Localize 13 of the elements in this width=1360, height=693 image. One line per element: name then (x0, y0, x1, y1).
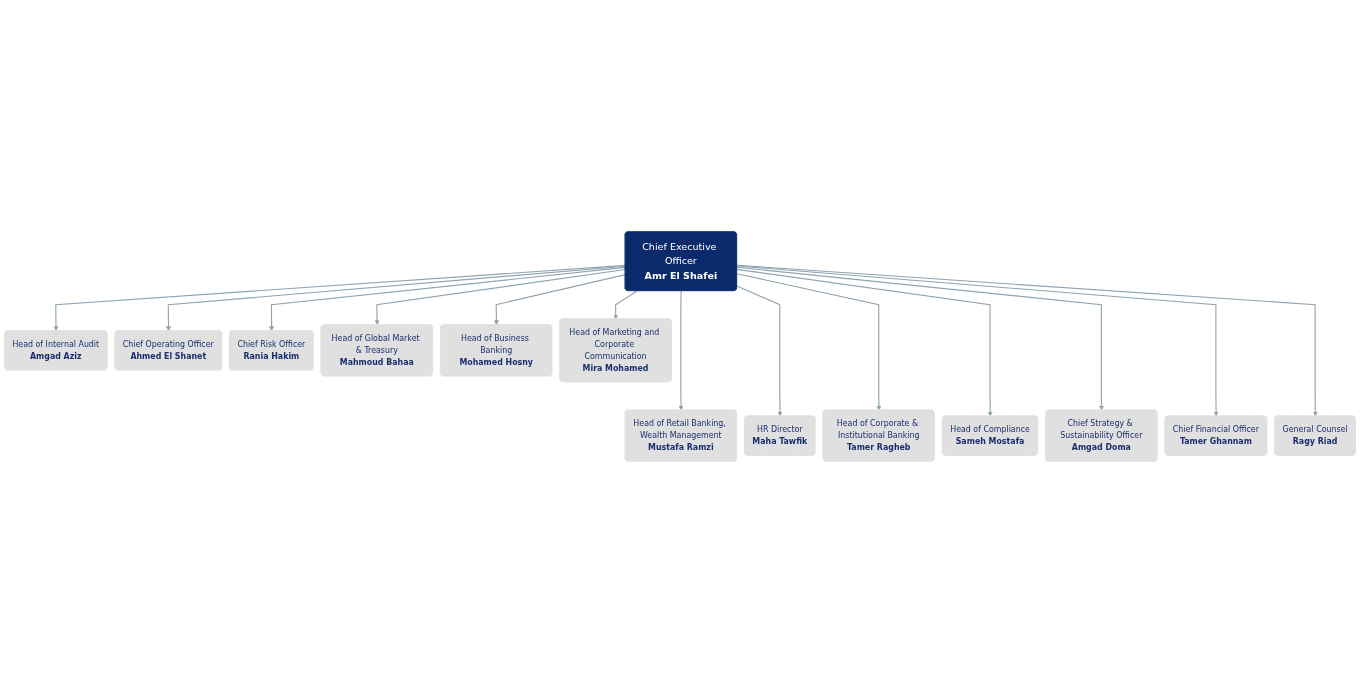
arrow (269, 266, 626, 332)
arrow (166, 265, 626, 332)
arrow (374, 268, 626, 326)
arrow (736, 285, 783, 417)
arrow (736, 273, 882, 411)
arrow (678, 290, 684, 411)
arrow (613, 290, 638, 320)
arrow (736, 268, 993, 417)
arrow (493, 274, 626, 326)
arrow (736, 266, 1104, 411)
arrow (736, 264, 1318, 417)
arrow (53, 264, 626, 332)
arrow (736, 265, 1219, 417)
